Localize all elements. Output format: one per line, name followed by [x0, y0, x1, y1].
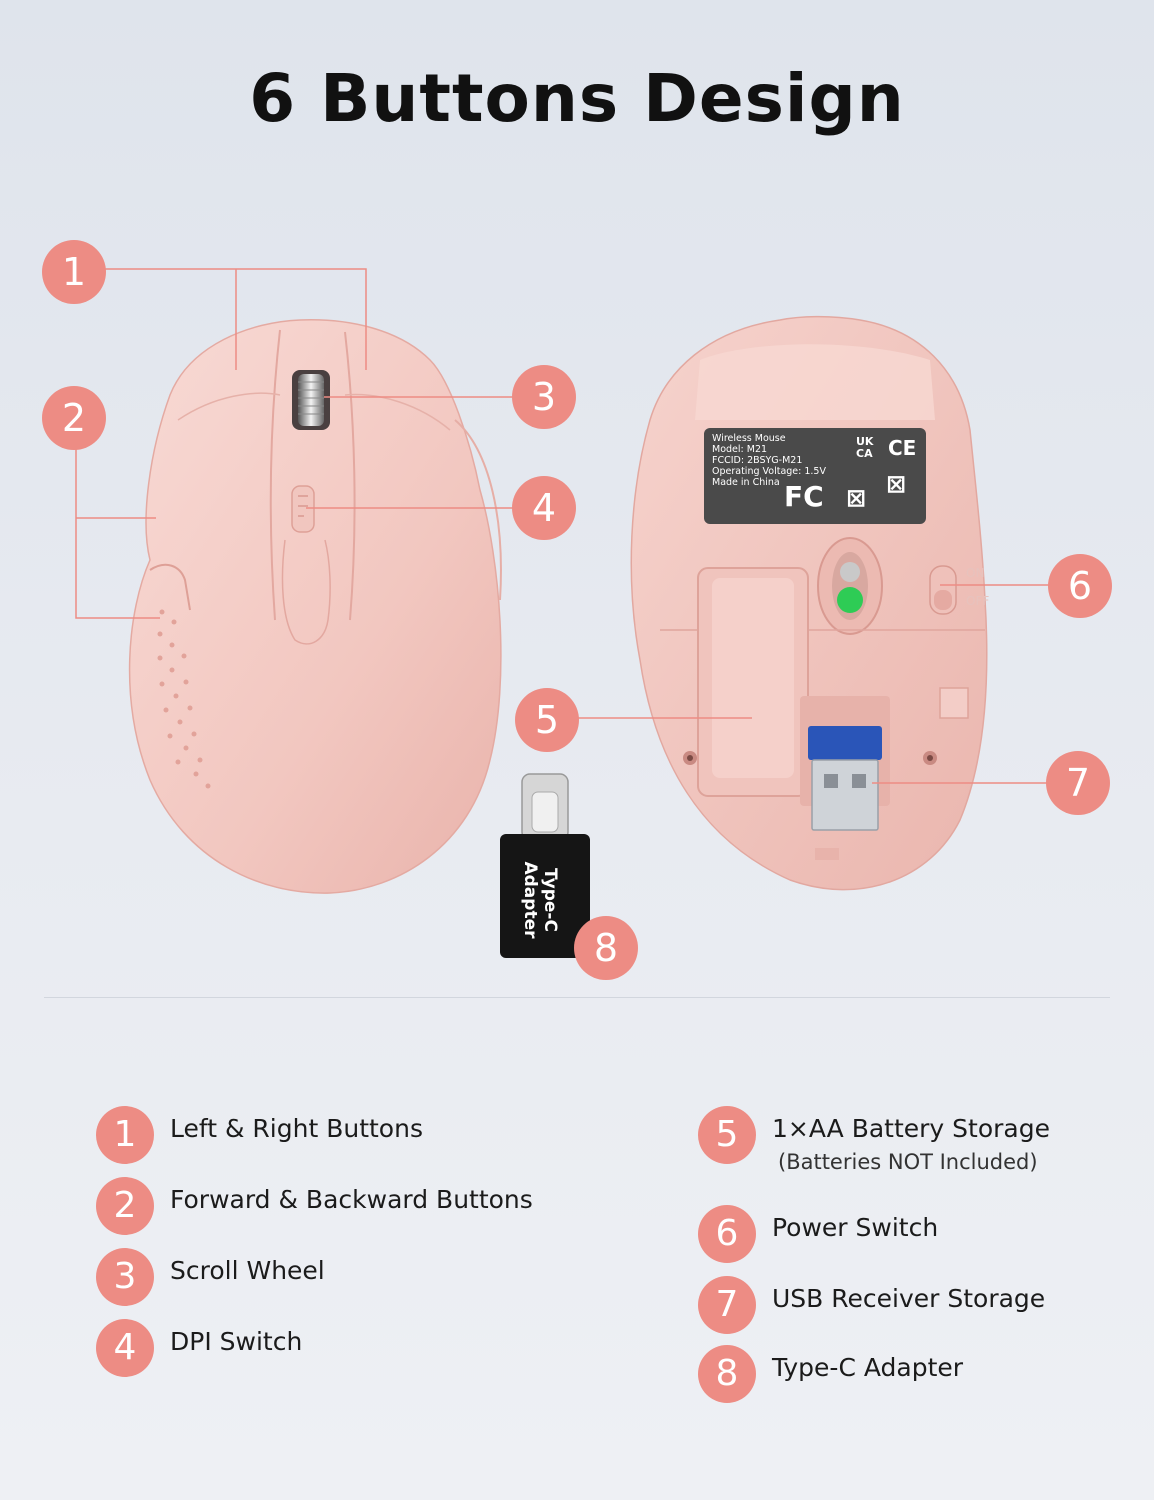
legend-number: 7: [698, 1276, 756, 1334]
legend-number: 4: [96, 1319, 154, 1377]
legend-label: Power Switch: [772, 1213, 939, 1242]
legend-label: Forward & Backward Buttons: [170, 1185, 533, 1214]
mouse-bottom-view: [630, 315, 988, 891]
callout-badge-1: 1: [42, 240, 106, 304]
legend-label: Type-C Adapter: [772, 1353, 964, 1382]
plate-line-3: FCCID: 2BSYG-M21: [712, 455, 803, 466]
ukca-mark: UK CA: [856, 435, 874, 460]
callout-badge-6: 6: [1048, 554, 1112, 618]
legend-number: 2: [96, 1177, 154, 1235]
legend-note: (Batteries NOT Included): [778, 1150, 1038, 1174]
legend-number: 6: [698, 1205, 756, 1263]
legend-label: 1×AA Battery Storage: [772, 1114, 1050, 1143]
legend-number: 8: [698, 1345, 756, 1403]
legend-label: Left & Right Buttons: [170, 1114, 423, 1143]
fc-mark: FC: [784, 480, 824, 513]
ce-mark: CE: [888, 436, 917, 460]
legend-number: 3: [96, 1248, 154, 1306]
plate-line-4: Operating Voltage: 1.5V: [712, 466, 826, 477]
weee-icon: ⊠: [846, 484, 867, 512]
legend-label: DPI Switch: [170, 1327, 303, 1356]
callout-badge-8: 8: [574, 916, 638, 980]
type-c-adapter: [500, 773, 590, 958]
section-divider: [44, 997, 1110, 998]
callout-badge-3: 3: [512, 365, 576, 429]
product-illustration: [75, 268, 1052, 958]
page-title: 6 Buttons Design: [249, 60, 905, 137]
callout-lines: [75, 268, 1052, 784]
legend-label: Scroll Wheel: [170, 1256, 325, 1285]
callout-badge-7: 7: [1046, 751, 1110, 815]
weee-bin-icon: ⊠: [886, 470, 907, 498]
plate-line-5: Made in China: [712, 477, 780, 488]
plate-line-2: Model: M21: [712, 444, 768, 455]
adapter-label: Type-C Adapter: [520, 861, 560, 939]
callout-badge-4: 4: [512, 476, 576, 540]
switch-off-label: OFF: [966, 594, 990, 608]
mouse-top-view: [128, 319, 502, 894]
legend-number: 1: [96, 1106, 154, 1164]
plate-line-1: Wireless Mouse: [712, 433, 786, 444]
callout-badge-5: 5: [515, 688, 579, 752]
callout-badge-2: 2: [42, 386, 106, 450]
switch-on-label: ON: [966, 566, 985, 580]
legend-label: USB Receiver Storage: [772, 1284, 1046, 1313]
legend-number: 5: [698, 1106, 756, 1164]
